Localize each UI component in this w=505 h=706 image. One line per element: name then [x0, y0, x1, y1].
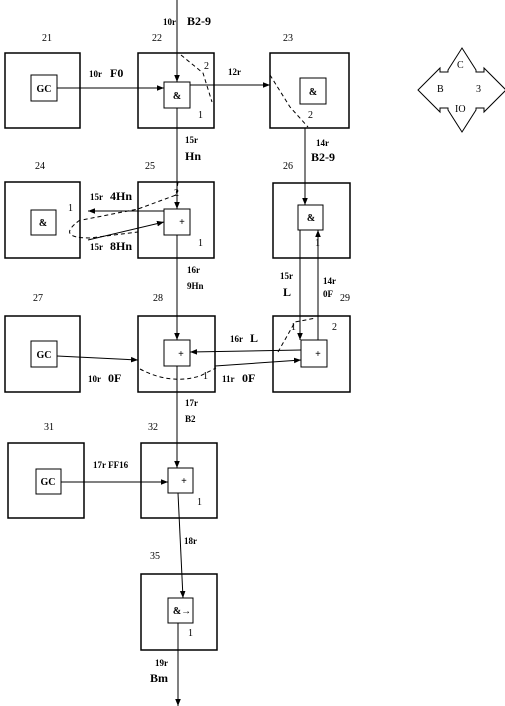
signal-22-23: 12r	[228, 67, 241, 77]
signal-25-24-a: 15r	[90, 192, 103, 202]
block-32-id: 32	[148, 422, 158, 433]
signal-29-28-b: L	[250, 331, 258, 345]
dashed-29	[277, 317, 317, 353]
signal-22-25-b: Hn	[185, 149, 201, 163]
block-28-op: +	[178, 349, 184, 360]
block-25-op: +	[179, 217, 185, 228]
block-25-port-1: 1	[198, 238, 203, 249]
block-22-op: &	[173, 91, 181, 102]
block-23-op: &	[309, 87, 317, 98]
block-32-port-1: 1	[197, 497, 202, 508]
block-23-id: 23	[283, 33, 293, 44]
block-26-id: 26	[283, 161, 293, 172]
signal-input-top-b: B2-9	[187, 14, 211, 28]
block-29	[272, 315, 351, 393]
block-26	[272, 182, 351, 259]
signal-28-32-a: 17r	[185, 398, 198, 408]
block-28-port-1: 1	[203, 371, 208, 382]
signal-31-32: 17r FF16	[93, 460, 129, 470]
block-26-op: &	[307, 213, 315, 224]
block-25-id: 25	[145, 161, 155, 172]
signal-32-35: 18r	[184, 536, 197, 546]
block-23-port-2: 2	[308, 110, 313, 121]
compass-top-label: C	[457, 60, 464, 71]
signal-23-26-a: 14r	[316, 138, 329, 148]
signal-28-32-b: B2	[185, 414, 196, 424]
signal-29-28-a: 16r	[230, 334, 243, 344]
signal-26-29-a: 15r	[280, 271, 293, 281]
block-29-op: +	[315, 349, 321, 360]
block-24-port-1: 1	[68, 203, 73, 214]
dashed-22	[180, 54, 213, 103]
signal-24-25-a: 15r	[90, 242, 103, 252]
signal-21-22-a: 10r	[89, 69, 102, 79]
compass-right-label: 3	[476, 84, 481, 95]
signal-29-26-a: 14r	[323, 276, 336, 286]
block-31-op: GC	[41, 477, 56, 488]
signal-29-26-b: 0F	[323, 289, 334, 299]
block-35-id: 35	[150, 551, 160, 562]
block-26-port-1: 1	[315, 238, 320, 249]
signal-23-26-b: B2-9	[311, 150, 335, 164]
arrow-29-28	[189, 349, 302, 355]
signal-26-29-b: L	[283, 285, 291, 299]
block-25-port-2: 2	[174, 188, 179, 199]
block-22-id: 22	[152, 33, 162, 44]
signal-21-22-b: F0	[110, 66, 123, 80]
block-35-port-1: 1	[188, 628, 193, 639]
block-21-op: GC	[37, 84, 52, 95]
block-22-port-2: 2	[204, 61, 209, 72]
signal-27-28-b: 0F	[108, 371, 121, 385]
signal-28-29-b: 0F	[242, 371, 255, 385]
compass-left-label: B	[437, 84, 444, 95]
block-35-op: &→	[173, 606, 191, 617]
block-27-op: GC	[37, 350, 52, 361]
compass-arrow-icon	[417, 47, 505, 133]
signal-25-28-a: 16r	[187, 265, 200, 275]
dashed-28	[139, 367, 217, 380]
block-32-op: +	[181, 476, 187, 487]
block-28-id: 28	[153, 293, 163, 304]
block-35	[140, 573, 218, 651]
arrow-28-29	[214, 357, 302, 367]
signal-28-29-a: 11r	[222, 374, 235, 384]
block-29-port-2: 2	[332, 322, 337, 333]
compass-bottom-label: IO	[455, 104, 466, 115]
dashed-24	[69, 219, 139, 239]
block-29-port-1: 1	[291, 322, 296, 333]
signal-27-28-a: 10r	[88, 374, 101, 384]
block-22-port-1: 1	[198, 110, 203, 121]
block-24-op: &	[39, 218, 47, 229]
signal-output-b: Bm	[150, 671, 168, 685]
block-21-id: 21	[42, 33, 52, 44]
signal-25-24-b: 4Hn	[110, 189, 132, 203]
block-24-id: 24	[35, 161, 45, 172]
arrow-27-28	[56, 355, 139, 363]
block-29-id: 29	[340, 293, 350, 304]
block-23	[269, 52, 350, 129]
block-27	[4, 315, 81, 393]
signal-25-28-b: 9Hn	[187, 281, 204, 291]
arrow-24-25	[87, 220, 165, 241]
dashed-23	[269, 74, 309, 128]
signal-output-a: 19r	[155, 658, 168, 668]
signal-22-25-a: 15r	[185, 135, 198, 145]
signal-input-top-a: 10r	[163, 17, 176, 27]
signal-24-25-b: 8Hn	[110, 239, 132, 253]
arrow-32-35	[177, 492, 186, 599]
block-27-id: 27	[33, 293, 43, 304]
block-31-id: 31	[44, 422, 54, 433]
